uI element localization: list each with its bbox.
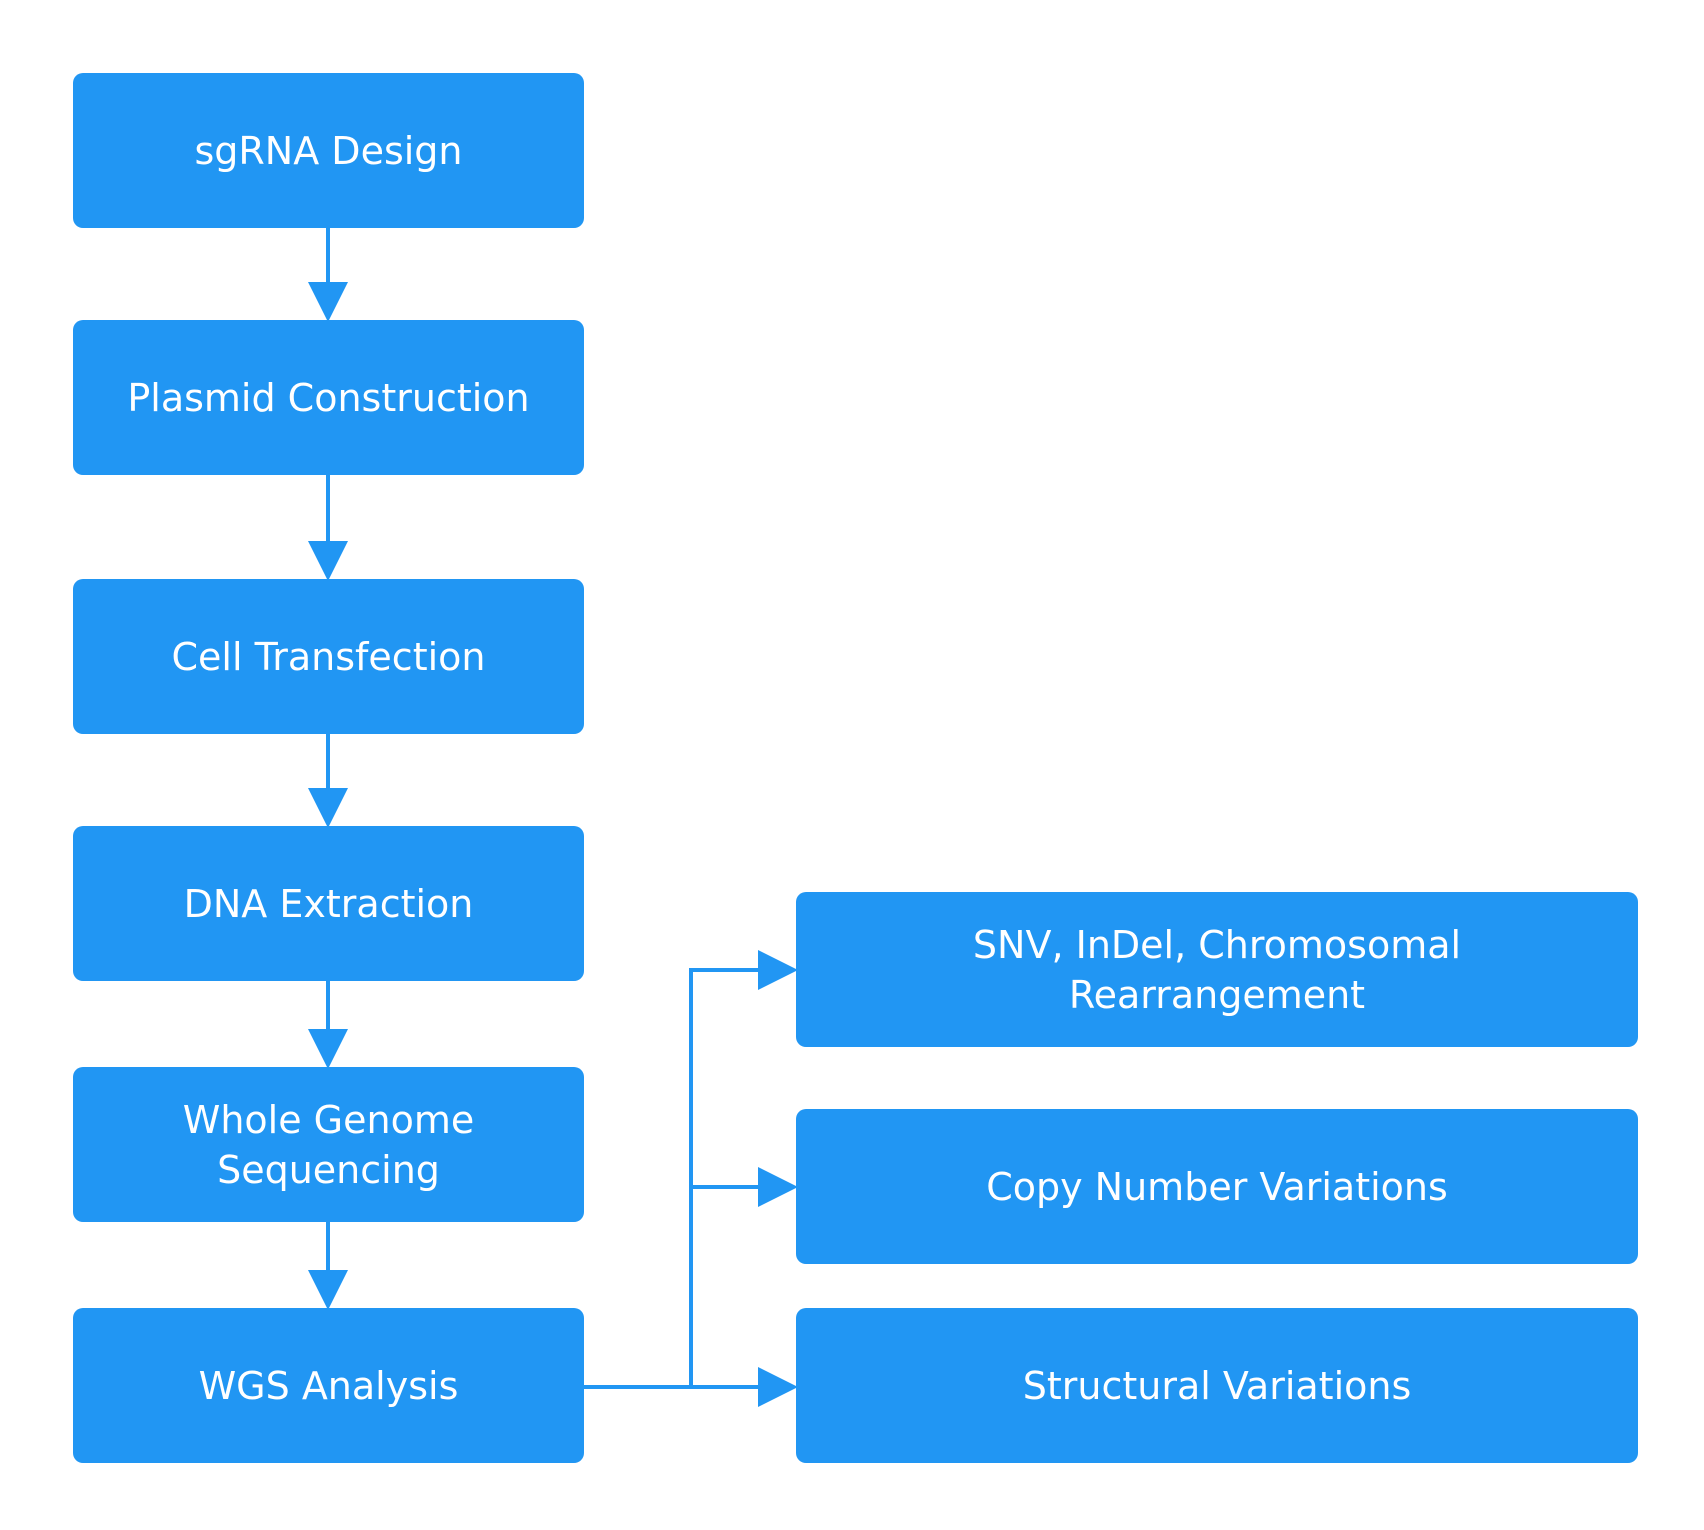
node-structural-variations: Structural Variations [796, 1308, 1638, 1463]
node-wgs-analysis: WGS Analysis [73, 1308, 584, 1463]
node-label: Copy Number Variations [986, 1164, 1448, 1209]
node-label: Cell Transfection [171, 634, 486, 679]
node-label: SNV, InDel, Chromosomal Rearrangement [972, 922, 1462, 1017]
node-dna-extraction: DNA Extraction [73, 826, 584, 981]
node-plasmid-construction: Plasmid Construction [73, 320, 584, 475]
node-snv-indel-rearrangement: SNV, InDel, Chromosomal Rearrangement [796, 892, 1638, 1047]
node-label: WGS Analysis [198, 1363, 459, 1408]
node-cell-transfection: Cell Transfection [73, 579, 584, 734]
node-copy-number-variations: Copy Number Variations [796, 1109, 1638, 1264]
node-label: Whole Genome Sequencing [182, 1097, 475, 1192]
node-sgrna-design: sgRNA Design [73, 73, 584, 228]
node-label: Structural Variations [1022, 1363, 1412, 1408]
node-label: DNA Extraction [183, 881, 474, 926]
node-label: Plasmid Construction [127, 375, 530, 420]
node-label: sgRNA Design [194, 128, 463, 173]
node-whole-genome-sequencing: Whole Genome Sequencing [73, 1067, 584, 1222]
